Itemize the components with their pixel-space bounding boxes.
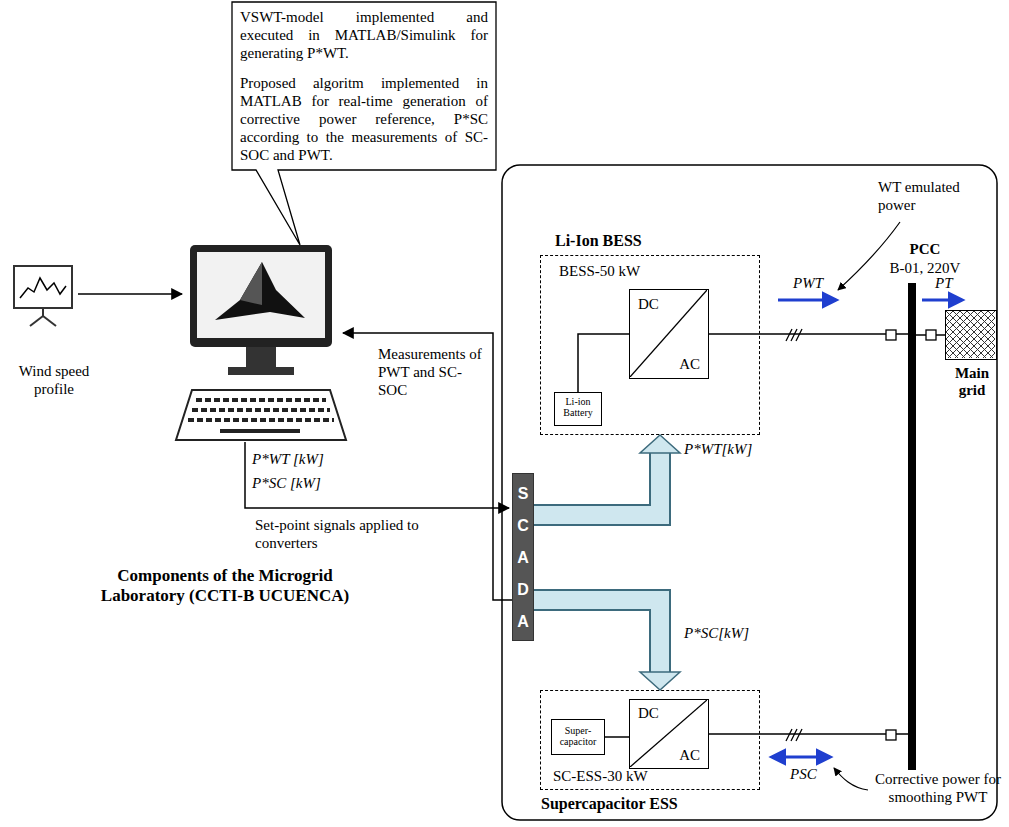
- annotation-label: Measurements of PWT and SC-SOC: [378, 345, 490, 399]
- node-text: Main grid: [942, 365, 1002, 400]
- laboratory-region: [502, 165, 997, 820]
- profile-arrow: [78, 293, 182, 295]
- computer-icon: [176, 245, 346, 440]
- measurement-wire: [343, 333, 512, 600]
- setpoint-arrow: [534, 600, 680, 690]
- power-flow-arrow: [922, 299, 962, 302]
- annotation-label: PWT: [793, 274, 823, 292]
- node-text: AC: [679, 355, 700, 373]
- node-text: Super- capacitor: [552, 725, 604, 747]
- node-text: SCADA: [515, 478, 531, 638]
- annotation-label: Components of the Microgrid Laboratory (…: [100, 566, 350, 607]
- node-text: SC-ESS-30 kW: [553, 767, 648, 785]
- main-grid-box: Main grid: [945, 310, 997, 360]
- callout-box: VSWT-model implemented and executed in M…: [232, 2, 496, 170]
- wind-profile-icon: [14, 266, 72, 326]
- setpoint-wire: [245, 442, 509, 508]
- setpoint-arrow: [534, 435, 680, 515]
- bess-box: Li-Ion BESSBESS-50 kWDCACLi-ion Battery: [540, 255, 760, 435]
- annotation-label: Corrective power for smoothing PWT: [872, 770, 1004, 806]
- power-line: [605, 737, 629, 738]
- battery-box: Li-ion Battery: [554, 392, 602, 426]
- edge-label: P*SC[kW]: [682, 624, 751, 642]
- node-text: DC: [638, 295, 659, 313]
- scada-box: SCADA: [512, 473, 534, 641]
- annotation-label: P*WT [kW]: [252, 450, 324, 468]
- converter-box: DC AC: [629, 289, 709, 379]
- node-text: B-01, 220V: [878, 259, 972, 277]
- node-text: DC: [638, 704, 659, 722]
- node-text: AC: [679, 746, 700, 764]
- annotation-label: Set-point signals applied to converters: [255, 516, 440, 552]
- node-text: Proposed algoritm implemented in MATLAB …: [240, 74, 488, 164]
- power-line: [709, 334, 908, 335]
- power-line: [578, 334, 629, 392]
- supercapacitor-box: Super- capacitor: [551, 719, 605, 755]
- power-line: [709, 734, 908, 735]
- node-text: Li-Ion BESS: [555, 231, 642, 250]
- node-text: Li-ion Battery: [555, 396, 601, 418]
- leader-line: [834, 768, 868, 790]
- annotation-label: WT emulated power: [878, 178, 990, 214]
- converter-box: DC AC: [629, 699, 709, 769]
- power-flow-arrow: [778, 299, 836, 302]
- leader-line: [838, 222, 900, 290]
- edge-label: P*WT[kW]: [682, 440, 754, 458]
- grid-hatch: [946, 311, 995, 358]
- sc-ess-box: SC-ESS-30 kWSupercapacitor ESSDCACSuper-…: [540, 690, 760, 790]
- annotation-label: PSC: [790, 765, 817, 783]
- node-text: PCC: [878, 240, 972, 258]
- bus-bar: [908, 283, 916, 770]
- annotation-label: P*SC [kW]: [252, 474, 321, 492]
- power-flow-arrow: [772, 756, 830, 759]
- node-text: Supercapacitor ESS: [541, 794, 678, 813]
- three-phase-ticks: [786, 329, 802, 741]
- annotation-label: PT: [935, 274, 953, 292]
- input-label: Wind speed profile: [8, 362, 100, 402]
- node-text: Wind speed profile: [8, 362, 100, 398]
- node-text: BESS-50 kW: [559, 262, 640, 280]
- node-text: VSWT-model implemented and executed in M…: [240, 8, 488, 62]
